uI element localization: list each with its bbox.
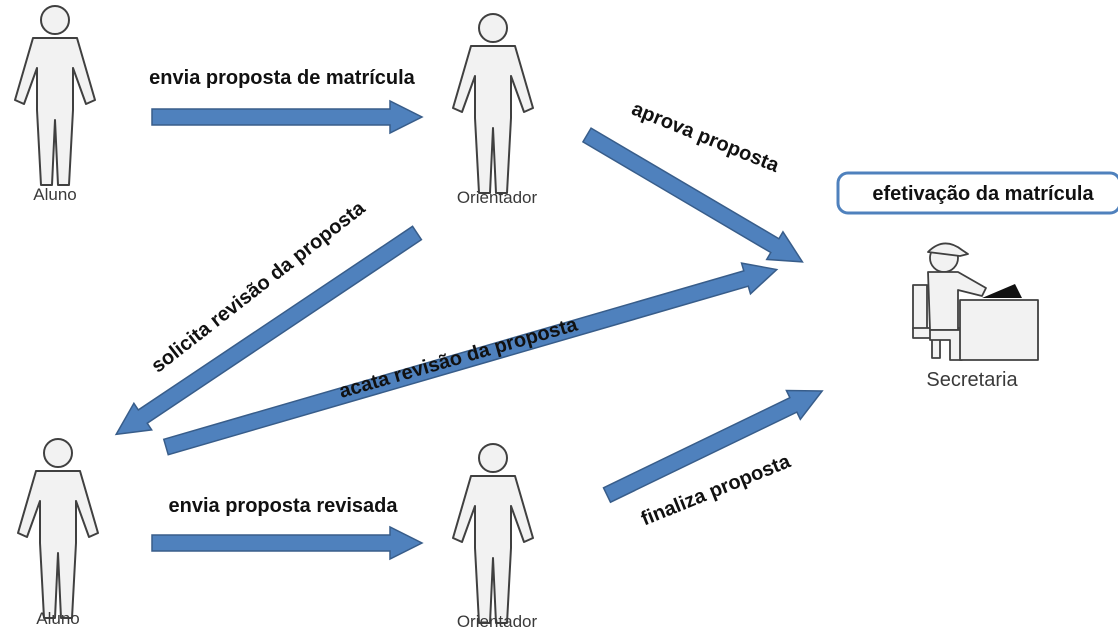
orientador-top-figure (452, 13, 534, 194)
label-envia-revisada: envia proposta revisada (169, 495, 399, 517)
label-acata-revisao: acata revisão da proposta (337, 313, 581, 402)
arrow-solicita-revisao (114, 225, 423, 436)
efetivacao-box: efetivação da matrícula (836, 171, 1118, 215)
label-secretaria: Secretaria (926, 369, 1018, 391)
label-envia-proposta: envia proposta de matrícula (149, 67, 416, 89)
orientador-bottom-figure (452, 443, 534, 624)
label-orientador-bottom: Orientador (457, 612, 538, 628)
secretaria-figure (912, 242, 1039, 361)
arrow-aprova-proposta (581, 127, 804, 263)
label-aluno-bottom: Aluno (36, 609, 79, 628)
efetivacao-label: efetivação da matrícula (872, 183, 1094, 205)
aluno-bottom-figure (17, 438, 99, 619)
arrow-finaliza-proposta (602, 389, 824, 504)
arrow-envia-revisada (151, 525, 424, 561)
label-orientador-top: Orientador (457, 188, 538, 207)
arrow-envia-proposta (151, 99, 424, 135)
arrow-acata-revisao (162, 262, 779, 456)
label-aluno-top: Aluno (33, 185, 76, 204)
aluno-top-figure (14, 5, 96, 186)
